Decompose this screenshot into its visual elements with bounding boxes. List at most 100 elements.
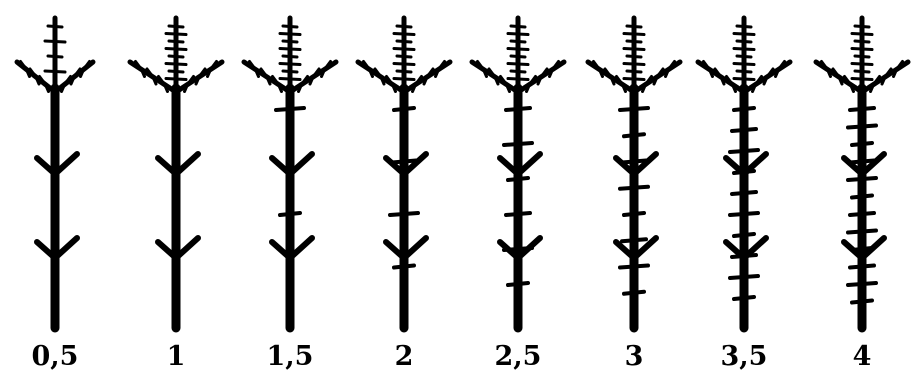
leader-twig <box>397 56 411 57</box>
lateral-branch <box>850 161 874 163</box>
leader-twig <box>169 71 183 72</box>
lateral-branch <box>508 283 528 285</box>
lateral-branch <box>390 213 418 215</box>
lateral-branch <box>394 266 414 268</box>
lateral-branch <box>276 108 304 110</box>
lateral-branch <box>732 129 756 131</box>
leader-twig <box>283 26 297 27</box>
leader-twig <box>855 56 869 57</box>
leader-twig <box>737 56 751 57</box>
plant-2 <box>130 18 222 328</box>
leader-twig <box>48 26 62 27</box>
leader-twig <box>855 26 869 27</box>
lateral-branch <box>850 213 874 215</box>
leader-twig <box>280 79 300 80</box>
lateral-branch <box>734 108 754 110</box>
leader-twig <box>511 71 525 72</box>
leader-twig <box>737 71 751 72</box>
plant-3 <box>244 18 336 328</box>
lateral-branch <box>848 283 876 285</box>
plant-4 <box>358 18 450 328</box>
leader-twig <box>508 64 528 65</box>
leader-twig <box>852 64 872 65</box>
leader-twig <box>852 79 872 80</box>
score-label-4: 4 <box>853 341 872 372</box>
leader-twig <box>734 49 754 50</box>
score-label-3: 3 <box>625 341 644 372</box>
leader-twig <box>737 41 751 42</box>
leader-twig <box>855 41 869 42</box>
leader-twig <box>627 71 641 72</box>
leader-twig <box>283 56 297 57</box>
lateral-branch <box>850 108 874 110</box>
leader-twig <box>624 34 644 35</box>
leader-twig <box>734 79 754 80</box>
lateral-branch <box>852 301 872 303</box>
lateral-branch <box>506 108 530 110</box>
leader-twig <box>397 71 411 72</box>
leader-twig <box>624 79 644 80</box>
lateral-branch <box>622 239 646 241</box>
leader-twig <box>627 26 641 27</box>
leader-twig <box>734 34 754 35</box>
leader-twig <box>624 49 644 50</box>
lateral-branch <box>730 213 758 215</box>
lateral-branch <box>504 248 532 250</box>
leader-twig <box>283 41 297 42</box>
lateral-branch <box>280 213 300 215</box>
leader-twig <box>511 41 525 42</box>
leader-twig <box>166 34 186 35</box>
leader-twig <box>397 41 411 42</box>
leader-twig <box>508 49 528 50</box>
leader-twig <box>508 79 528 80</box>
plant-8 <box>816 18 908 328</box>
score-label-1-5: 1,5 <box>267 341 314 372</box>
leader-twig <box>169 26 183 27</box>
leader-twig <box>397 26 411 27</box>
lateral-branch <box>734 171 754 173</box>
plant-5 <box>472 18 564 328</box>
lateral-branch <box>620 266 648 268</box>
lateral-branch <box>734 297 754 299</box>
lateral-branch <box>622 161 646 163</box>
lateral-branch <box>852 143 872 145</box>
score-label-2: 2 <box>395 341 414 372</box>
leader-twig <box>511 56 525 57</box>
lateral-branch <box>848 178 876 180</box>
lateral-branch <box>734 234 754 236</box>
lateral-branch <box>624 134 644 136</box>
score-label-0-5: 0,5 <box>32 341 79 372</box>
leader-twig <box>166 49 186 50</box>
score-label-1: 1 <box>167 341 186 372</box>
lateral-branch <box>730 276 758 278</box>
leader-twig <box>394 34 414 35</box>
lateral-branch <box>394 108 414 110</box>
leader-twig <box>166 64 186 65</box>
leader-twig <box>734 64 754 65</box>
lateral-branch <box>508 178 528 180</box>
leader-twig <box>627 56 641 57</box>
leader-twig <box>852 34 872 35</box>
leader-twig <box>855 71 869 72</box>
leader-twig <box>624 64 644 65</box>
lateral-branch <box>620 108 648 110</box>
leader-twig <box>394 64 414 65</box>
lateral-branch <box>848 231 876 233</box>
lateral-branch <box>850 266 874 268</box>
leader-twig <box>166 79 186 80</box>
leader-twig <box>511 26 525 27</box>
lateral-branch <box>852 248 872 250</box>
leader-twig <box>169 41 183 42</box>
leader-twig <box>394 79 414 80</box>
leader-twig <box>45 71 65 72</box>
lateral-branch <box>504 143 532 145</box>
lateral-branch <box>620 187 648 189</box>
plant-6 <box>588 18 680 328</box>
lateral-branch <box>392 161 416 163</box>
leader-twig <box>627 41 641 42</box>
lateral-branch <box>624 213 644 215</box>
lateral-branch <box>852 196 872 198</box>
lateral-branch <box>730 150 758 152</box>
lateral-branch <box>624 292 644 294</box>
